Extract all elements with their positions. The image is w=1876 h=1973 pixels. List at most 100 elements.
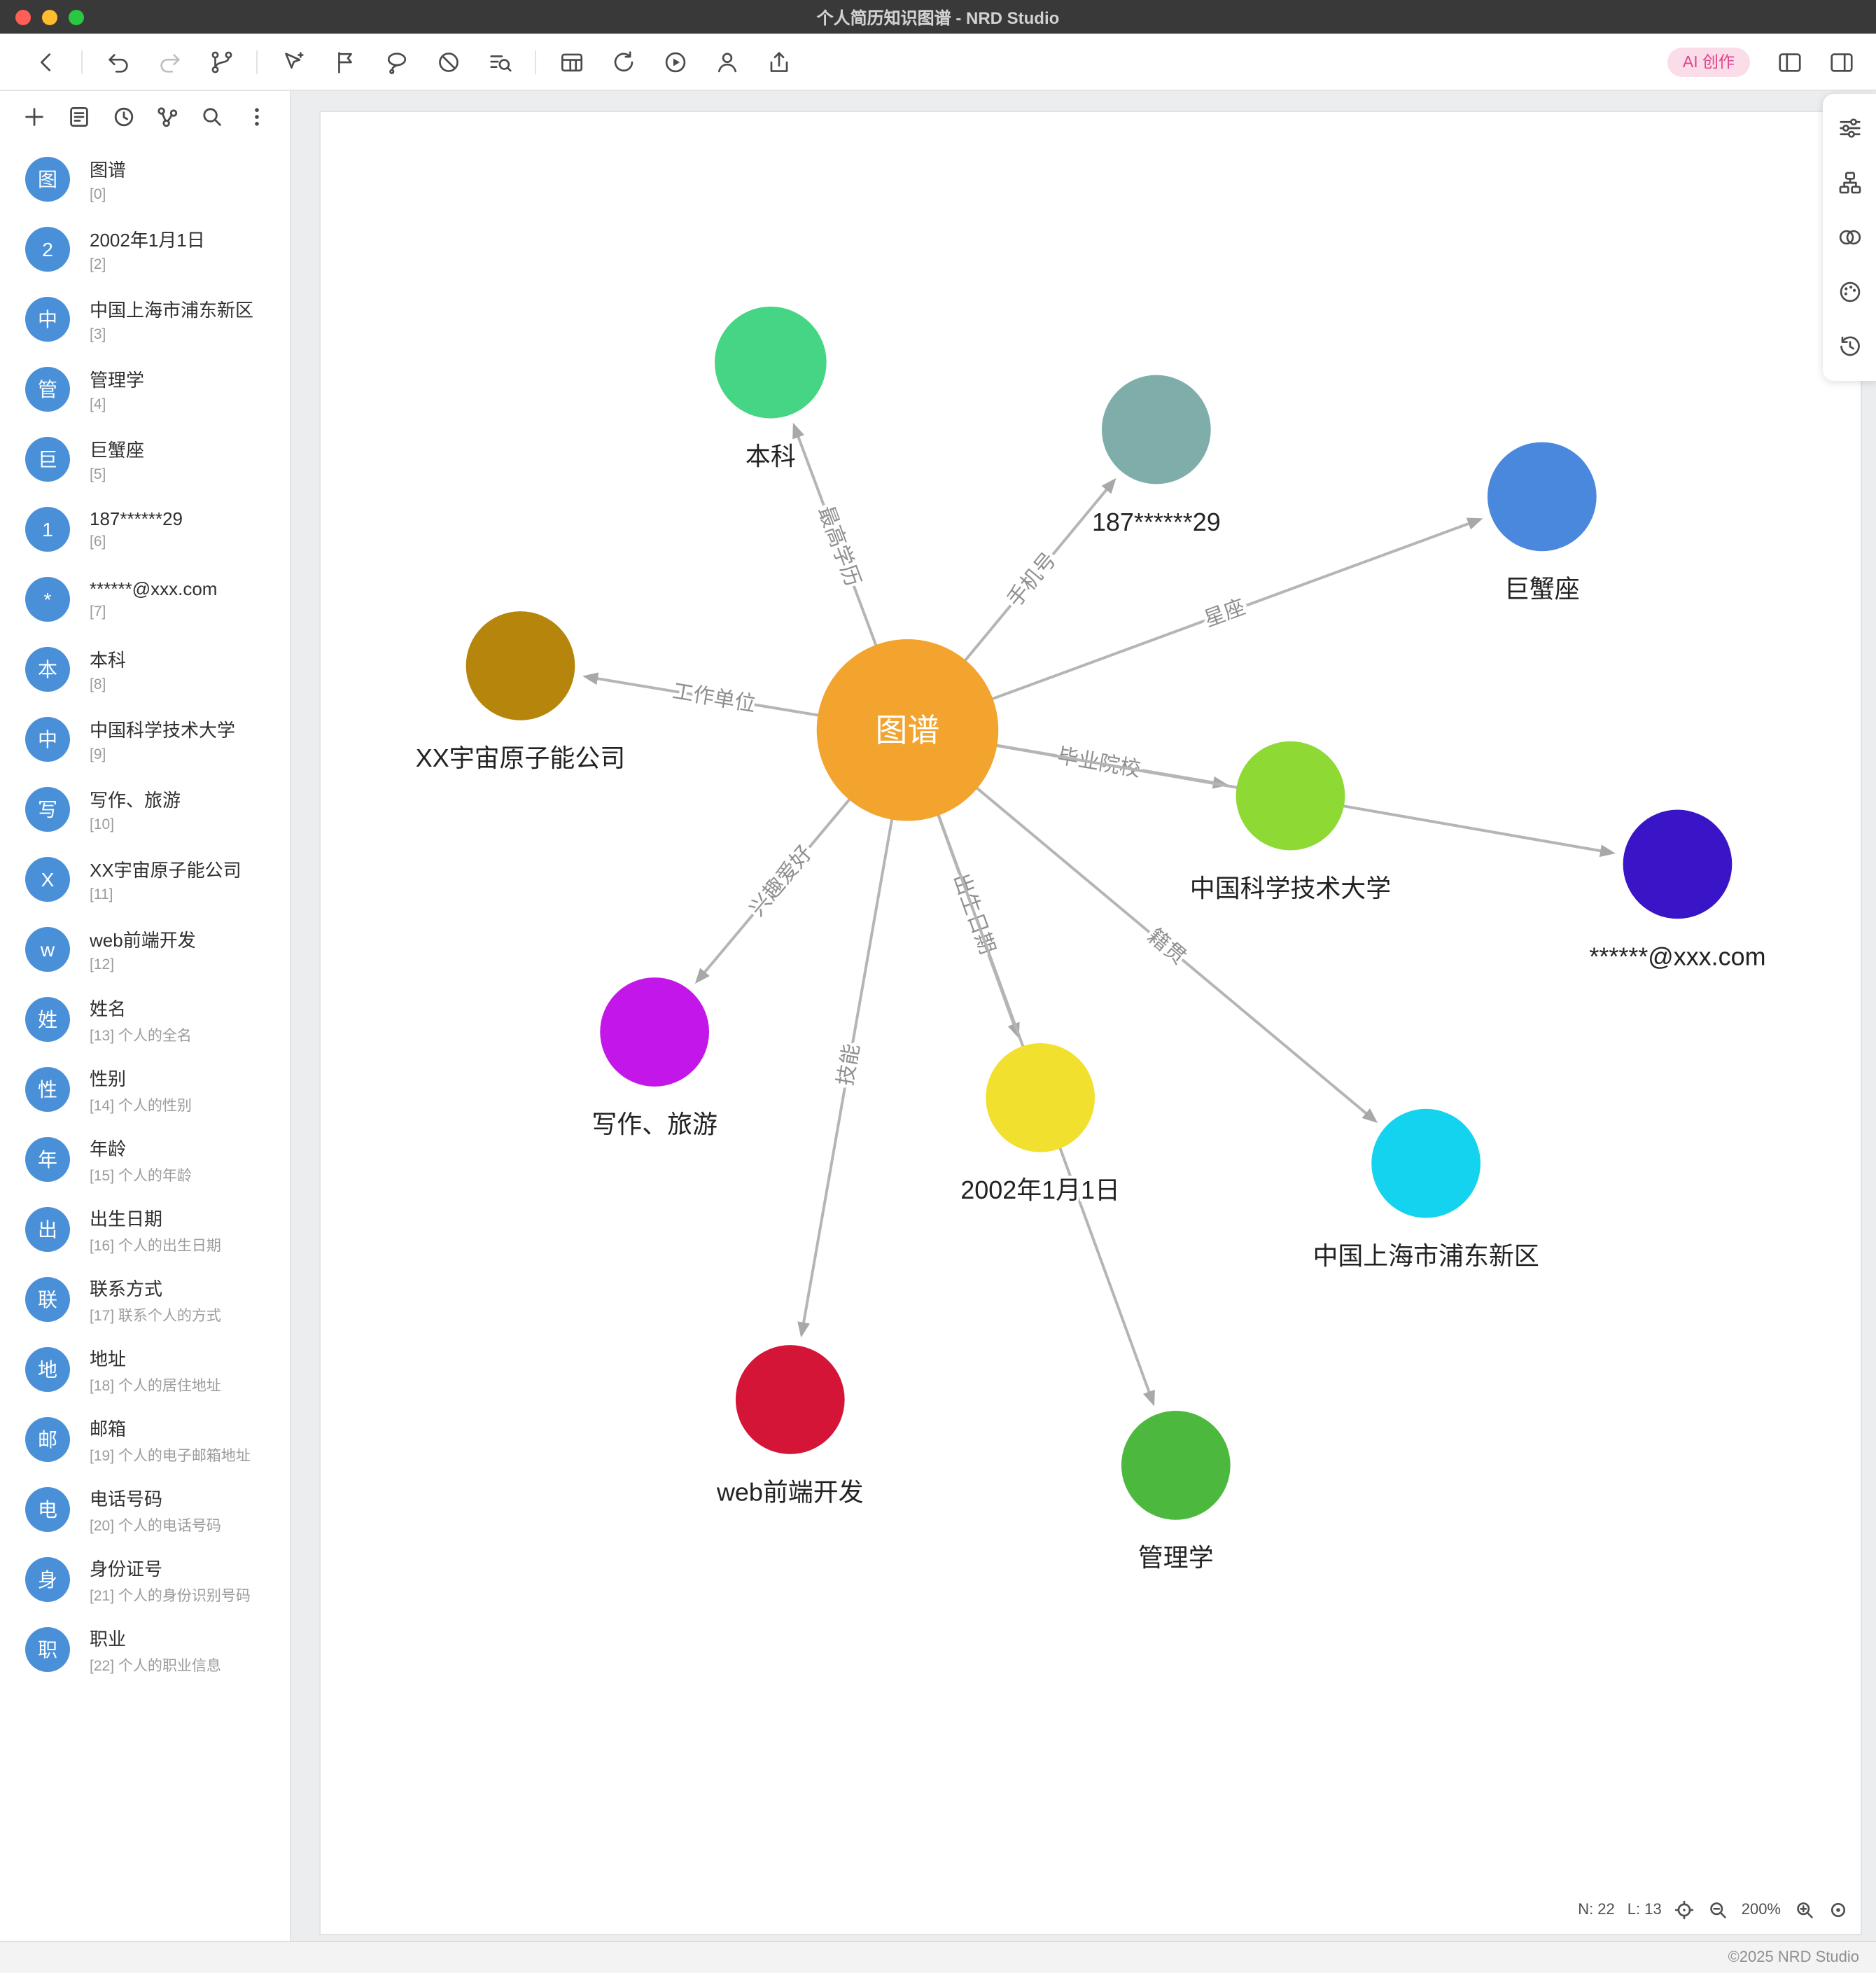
node-item-text: 地址 [18] 个人的居住地址 <box>90 1344 221 1395</box>
graph-node-benke[interactable] <box>714 306 827 419</box>
graph-node-skill[interactable] <box>735 1345 845 1454</box>
node-item-text: 出生日期 [16] 个人的出生日期 <box>90 1204 221 1255</box>
add-node-button[interactable] <box>21 104 48 130</box>
merge-nodes-button[interactable] <box>1823 210 1876 265</box>
hierarchy-layout-button[interactable] <box>1823 155 1876 210</box>
layout-settings-button[interactable] <box>1823 101 1876 155</box>
table-view-button[interactable] <box>556 46 587 77</box>
fullscreen-button[interactable] <box>69 9 84 25</box>
node-list-item[interactable]: w web前端开发 [12] <box>0 914 290 984</box>
more-options-button[interactable] <box>244 104 270 130</box>
edge-label: 兴趣爱好 <box>746 842 817 921</box>
toggle-right-panel-button[interactable] <box>1826 46 1856 77</box>
node-list-item[interactable]: 图 图谱 [0] <box>0 144 290 214</box>
node-item-title: 187******29 <box>90 508 183 529</box>
node-list-item[interactable]: 本 本科 [8] <box>0 634 290 704</box>
graph-view-button[interactable] <box>155 104 181 130</box>
graph-node-email[interactable] <box>1623 809 1732 919</box>
node-item-sub: [7] <box>90 604 106 620</box>
node-item-sub: [15] 个人的年龄 <box>90 1167 192 1184</box>
graph-node-birthday[interactable] <box>986 1043 1095 1152</box>
undo-button[interactable] <box>102 46 133 77</box>
node-list-item[interactable]: 电 电话号码 [20] 个人的电话号码 <box>0 1474 290 1545</box>
search-filter-button[interactable] <box>484 46 515 77</box>
run-button[interactable] <box>659 46 690 77</box>
node-item-sub: [8] <box>90 676 106 693</box>
fit-view-button[interactable] <box>1827 1899 1848 1920</box>
zoom-in-button[interactable] <box>1793 1899 1814 1920</box>
node-list-item[interactable]: 1 187******29 [6] <box>0 494 290 564</box>
node-list-item[interactable]: 巨 巨蟹座 [5] <box>0 424 290 494</box>
undo-icon <box>108 53 127 72</box>
select-tool-button[interactable] <box>277 46 308 77</box>
toolbar-divider <box>256 50 258 74</box>
search-button[interactable] <box>200 104 226 130</box>
node-avatar: 电 <box>25 1487 70 1532</box>
graph-node-label: 2002年1月1日 <box>960 1176 1120 1204</box>
document-list-icon <box>69 107 88 127</box>
node-list-item[interactable]: 2 2002年1月1日 [2] <box>0 214 290 284</box>
node-list-item[interactable]: X XX宇宙原子能公司 [11] <box>0 844 290 914</box>
graph-node-hobby[interactable] <box>600 977 709 1087</box>
share-button[interactable] <box>763 46 794 77</box>
table-icon <box>560 53 582 71</box>
graph-node-label: web前端开发 <box>716 1477 864 1506</box>
copyright-text: ©2025 NRD Studio <box>1728 1949 1859 1966</box>
node-item-title: 中国科学技术大学 <box>90 720 236 741</box>
knowledge-graph[interactable]: 最高学历手机号星座工作单位毕业院校兴趣爱好出生日期籍贯技能图谱本科187****… <box>321 112 1861 1934</box>
node-list-item[interactable]: 邮 邮箱 [19] 个人的电子邮箱地址 <box>0 1404 290 1474</box>
graph-edge[interactable] <box>906 522 1471 732</box>
node-list-item[interactable]: 姓 姓名 [13] 个人的全名 <box>0 984 290 1054</box>
ai-create-button[interactable]: AI 创作 <box>1667 47 1750 76</box>
node-list-item[interactable]: 联 联系方式 [17] 联系个人的方式 <box>0 1264 290 1334</box>
node-list-item[interactable]: 写 写作、旅游 [10] <box>0 774 290 844</box>
node-list-item[interactable]: 年 年龄 [15] 个人的年龄 <box>0 1124 290 1194</box>
zoom-out-button[interactable] <box>1708 1899 1729 1920</box>
graph-edge-arrow <box>797 1321 810 1338</box>
branch-button[interactable] <box>206 46 237 77</box>
graph-page[interactable]: 最高学历手机号星座工作单位毕业院校兴趣爱好出生日期籍贯技能图谱本科187****… <box>319 111 1862 1935</box>
graph-edge[interactable] <box>802 730 909 1325</box>
appearance-button[interactable] <box>1823 265 1876 319</box>
minimize-button[interactable] <box>42 9 57 25</box>
center-view-button[interactable] <box>1674 1899 1695 1920</box>
back-button[interactable] <box>31 46 62 77</box>
magic-cursor-icon <box>284 51 303 68</box>
timeline-button[interactable] <box>1823 319 1876 374</box>
graph-node-address[interactable] <box>1371 1108 1480 1218</box>
toggle-left-panel-button[interactable] <box>1774 46 1805 77</box>
history-button[interactable] <box>110 104 136 130</box>
hide-tool-button[interactable] <box>433 46 463 77</box>
node-list-item[interactable]: 身 身份证号 [21] 个人的身份识别号码 <box>0 1545 290 1615</box>
graph-node-label: 187******29 <box>1092 508 1221 536</box>
refresh-button[interactable] <box>608 46 638 77</box>
node-list-item[interactable]: * ******@xxx.com [7] <box>0 564 290 634</box>
node-list-item[interactable]: 职 职业 [22] 个人的职业信息 <box>0 1615 290 1685</box>
graph-node-company[interactable] <box>465 611 575 720</box>
node-list-item[interactable]: 中 中国科学技术大学 [9] <box>0 704 290 774</box>
node-list-item[interactable]: 出 出生日期 [16] 个人的出生日期 <box>0 1194 290 1264</box>
graph-node-major[interactable] <box>1121 1410 1231 1520</box>
share-icon <box>769 51 788 71</box>
node-list-item[interactable]: 中 中国上海市浦东新区 [3] <box>0 284 290 354</box>
graph-node-ustc[interactable] <box>1236 741 1345 851</box>
redo-button[interactable] <box>154 46 185 77</box>
close-button[interactable] <box>15 9 31 25</box>
edge-label: 最高学历 <box>813 503 864 590</box>
graph-node-juxiezuo[interactable] <box>1487 442 1597 552</box>
outline-view-button[interactable] <box>66 104 92 130</box>
graph-node-tupu[interactable] <box>816 639 999 821</box>
flag-tool-button[interactable] <box>329 46 360 77</box>
node-list-item[interactable]: 性 性别 [14] 个人的性别 <box>0 1054 290 1124</box>
lasso-tool-button[interactable] <box>381 46 412 77</box>
node-list-item[interactable]: 地 地址 [18] 个人的居住地址 <box>0 1334 290 1404</box>
graph-node-phone[interactable] <box>1101 375 1211 484</box>
graph-edge[interactable] <box>906 729 1368 1115</box>
search-icon <box>203 108 222 126</box>
collaborators-button[interactable] <box>711 46 742 77</box>
node-list-item[interactable]: 管 管理学 [4] <box>0 354 290 424</box>
node-item-sub: [3] <box>90 326 106 343</box>
sidebar-toolbar <box>0 91 290 140</box>
edge-label: 籍贯 <box>1143 924 1190 969</box>
